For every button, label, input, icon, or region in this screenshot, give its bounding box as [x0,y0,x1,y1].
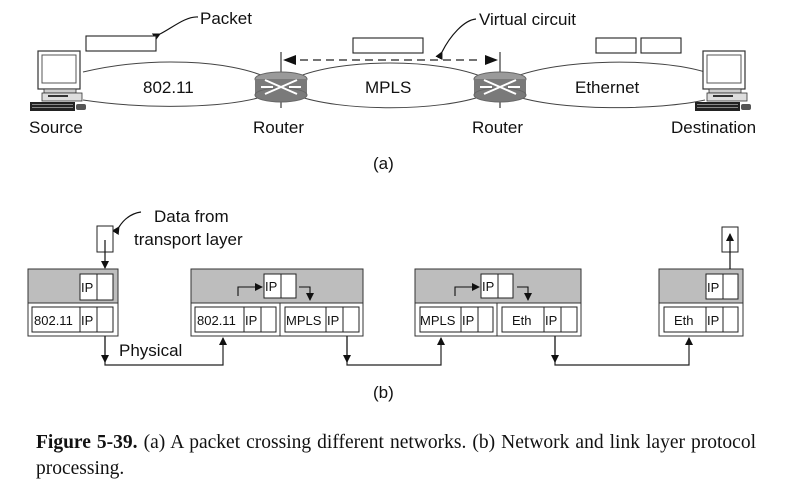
part-b-label: (b) [373,383,394,402]
stack1-link-header: 802.11 [34,313,73,328]
router2-stack: IP MPLS IP Eth IP [414,268,582,337]
stack3-right-link-header: Eth [512,313,532,328]
stack1-network-ip: IP [81,280,93,295]
stack2-right-link-header: MPLS [286,313,322,328]
stack4-network-ip: IP [707,280,719,295]
caption-text: (a) A packet crossing different networks… [36,432,756,479]
figure-caption: Figure 5-39. (a) A packet crossing diffe… [36,430,756,482]
stack2-left-link-ip: IP [245,313,257,328]
virtual-circuit-callout-arrow [435,18,477,61]
source-computer-icon [29,50,87,112]
network-mpls-label: MPLS [365,78,411,97]
part-a-label: (a) [373,154,394,173]
source-label: Source [29,118,83,137]
vc-right-arrowhead [485,55,498,65]
packet-label: Packet [200,9,252,28]
packet-callout-arrow [151,16,199,41]
network-802-11-outline [82,61,269,107]
destination-computer-icon [694,50,752,112]
figure-number: Figure 5-39. [36,432,138,453]
stack4-link-header: Eth [674,313,694,328]
destination-label: Destination [671,118,756,137]
packet-box-ethernet-1 [595,37,637,54]
physical-link-3 [554,336,693,366]
vc-left-arrowhead [283,55,296,65]
stack2-left-link-header: 802.11 [197,313,236,328]
network-ethernet-label: Ethernet [575,78,640,97]
stack4-link-ip: IP [707,313,719,328]
packet-box-802-11 [85,35,157,52]
virtual-circuit-label: Virtual circuit [479,10,576,29]
packet-box-ethernet-2 [640,37,682,54]
stack1-link-ip: IP [81,313,93,328]
data-callout-arrow [111,211,142,236]
transport-layer-label: transport layer [134,230,243,249]
destination-stack: IP Eth IP [658,268,744,337]
stack3-left-link-ip: IP [462,313,474,328]
stack3-network-ip: IP [482,279,494,294]
router1-stack: IP 802.11 IP MPLS IP [190,268,364,337]
network-ethernet-outline [511,61,706,109]
stack2-right-link-ip: IP [327,313,339,328]
network-mpls-outline [294,62,486,109]
stack3-right-link-ip: IP [545,313,557,328]
router-1-icon [254,71,308,103]
router-1-label: Router [253,118,304,137]
physical-label: Physical [119,341,182,360]
physical-link-2 [346,336,445,366]
network-802-11-label: 802.11 [143,78,194,97]
source-stack: IP 802.11 IP [27,268,119,337]
packet-box-mpls [352,37,424,54]
router-2-label: Router [472,118,523,137]
router-2-icon [473,71,527,103]
stack3-left-link-header: MPLS [420,313,456,328]
stack2-network-ip: IP [265,279,277,294]
data-from-label: Data from [154,207,229,226]
